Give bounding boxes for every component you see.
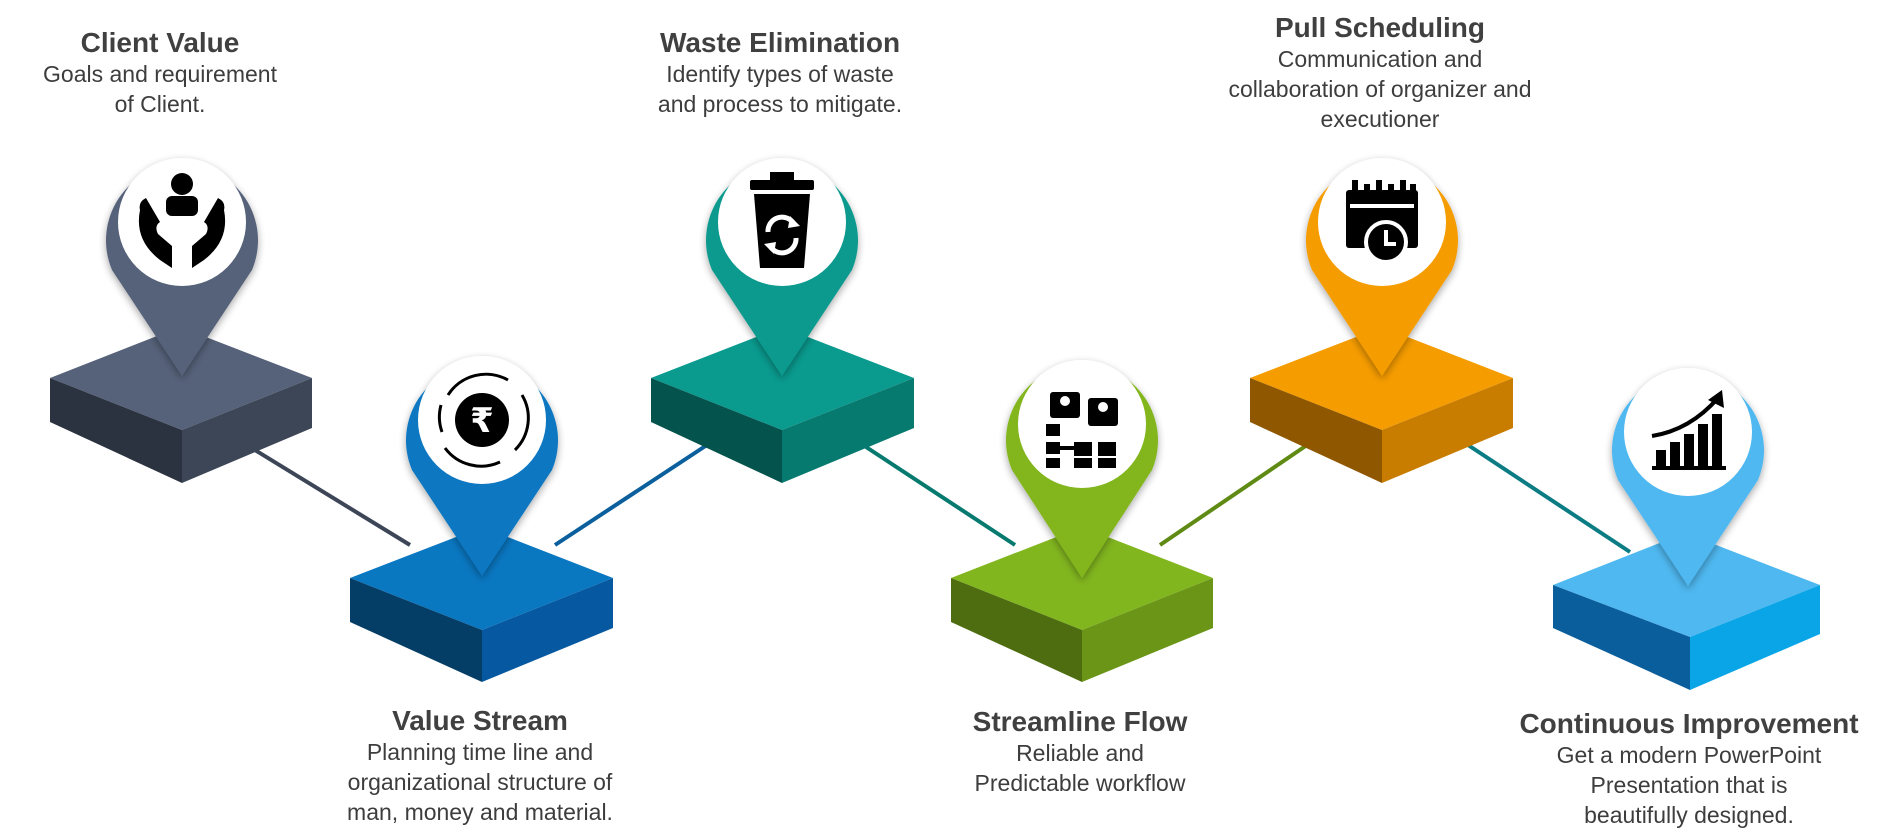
growth-chart-icon bbox=[1651, 390, 1726, 470]
step-description: Identify types of waste and process to m… bbox=[657, 61, 903, 117]
connector-3 bbox=[858, 441, 1017, 547]
svg-text:₹: ₹ bbox=[470, 401, 494, 441]
step-title: Continuous Improvement bbox=[1519, 708, 1859, 739]
step-caption-waste-elimination: Waste Elimination Identify types of wast… bbox=[610, 27, 950, 119]
step-description: Get a modern PowerPoint Presentation tha… bbox=[1556, 742, 1822, 828]
step-description: Reliable and Predictable workflow bbox=[974, 740, 1186, 796]
step-title: Waste Elimination bbox=[659, 27, 901, 58]
pin-4 bbox=[1006, 360, 1158, 578]
step-description: Goals and requirement of Client. bbox=[43, 61, 277, 117]
step-description: Planning time line and organizational st… bbox=[347, 739, 613, 825]
step-caption-value-stream: Value Stream Planning time line and orga… bbox=[290, 705, 670, 827]
step-description: Communication and collaboration of organ… bbox=[1228, 46, 1532, 132]
calendar-clock-icon bbox=[1346, 180, 1418, 264]
step-title: Pull Scheduling bbox=[1274, 12, 1485, 43]
step-title: Client Value bbox=[80, 27, 240, 58]
step-caption-pull-scheduling: Pull Scheduling Communication and collab… bbox=[1180, 12, 1580, 134]
recycle-bin-icon bbox=[750, 172, 814, 268]
connector-1 bbox=[248, 445, 412, 547]
connector-2 bbox=[553, 441, 712, 547]
platform-3 bbox=[651, 327, 914, 483]
step-caption-continuous-improvement: Continuous Improvement Get a modern Powe… bbox=[1490, 708, 1888, 830]
hands-person-icon bbox=[138, 173, 226, 268]
platform-5 bbox=[1250, 327, 1513, 483]
platform-1 bbox=[50, 327, 312, 483]
platform-4 bbox=[951, 527, 1213, 682]
step-title: Value Stream bbox=[392, 705, 568, 736]
workflow-people-icon bbox=[1046, 392, 1118, 468]
connectors bbox=[248, 441, 1632, 554]
connector-4 bbox=[1158, 441, 1312, 547]
step-caption-streamline-flow: Streamline Flow Reliable and Predictable… bbox=[910, 706, 1250, 798]
step-caption-client-value: Client Value Goals and requirement of Cl… bbox=[0, 27, 320, 119]
platform-6 bbox=[1553, 533, 1820, 690]
step-title: Streamline Flow bbox=[972, 706, 1188, 737]
platform-2 bbox=[350, 527, 613, 682]
rupee-cycle-icon: ₹ bbox=[437, 372, 530, 468]
connector-5 bbox=[1463, 441, 1632, 554]
